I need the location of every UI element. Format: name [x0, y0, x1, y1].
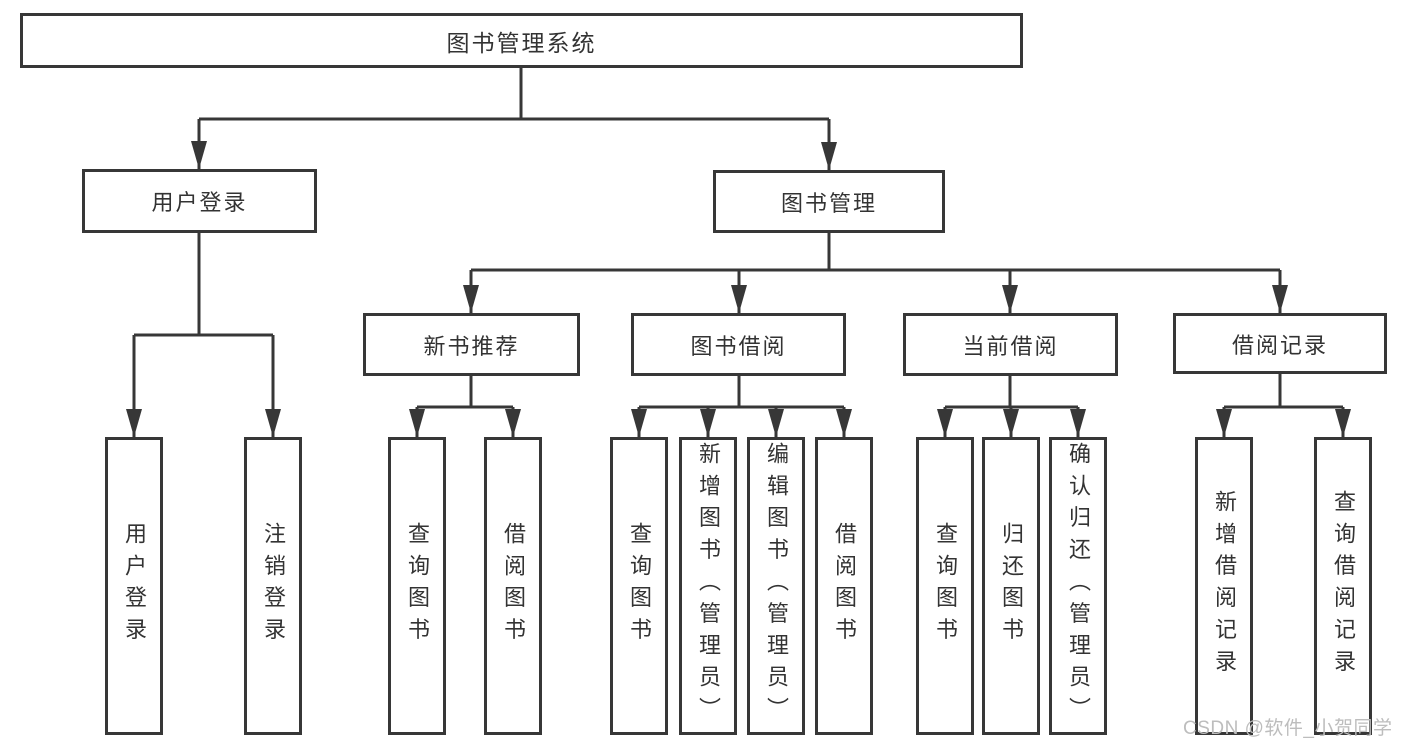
- csdn-watermark: CSDN @软件_小贺同学: [1183, 718, 1393, 739]
- node-book-management: 图书管理: [713, 170, 945, 233]
- node-current-borrow: 当前借阅: [903, 313, 1118, 376]
- connector-trunks: [134, 68, 1343, 409]
- node-borrow-records: 借阅记录: [1173, 313, 1387, 374]
- leaf-return-books: 归还图书: [982, 437, 1040, 735]
- leaf-edit-books-admin: 编辑图书（管理员）: [747, 437, 805, 735]
- node-library-management-system: 图书管理系统: [20, 13, 1023, 68]
- leaf-query-books-2: 查询图书: [610, 437, 668, 735]
- leaf-query-borrow-record: 查询借阅记录: [1314, 437, 1372, 735]
- node-user-login: 用户登录: [82, 169, 317, 233]
- leaf-query-books-1: 查询图书: [388, 437, 446, 735]
- leaf-add-books-admin: 新增图书（管理员）: [679, 437, 737, 735]
- node-book-borrow: 图书借阅: [631, 313, 846, 376]
- leaf-user-login: 用户登录: [105, 437, 163, 735]
- leaf-confirm-return-admin: 确认归还（管理员）: [1049, 437, 1107, 735]
- node-new-book-recommend: 新书推荐: [363, 313, 580, 376]
- leaf-query-books-3: 查询图书: [916, 437, 974, 735]
- leaf-add-borrow-record: 新增借阅记录: [1195, 437, 1253, 735]
- leaf-borrow-books-1: 借阅图书: [484, 437, 542, 735]
- leaf-logout: 注销登录: [244, 437, 302, 735]
- leaf-borrow-books-2: 借阅图书: [815, 437, 873, 735]
